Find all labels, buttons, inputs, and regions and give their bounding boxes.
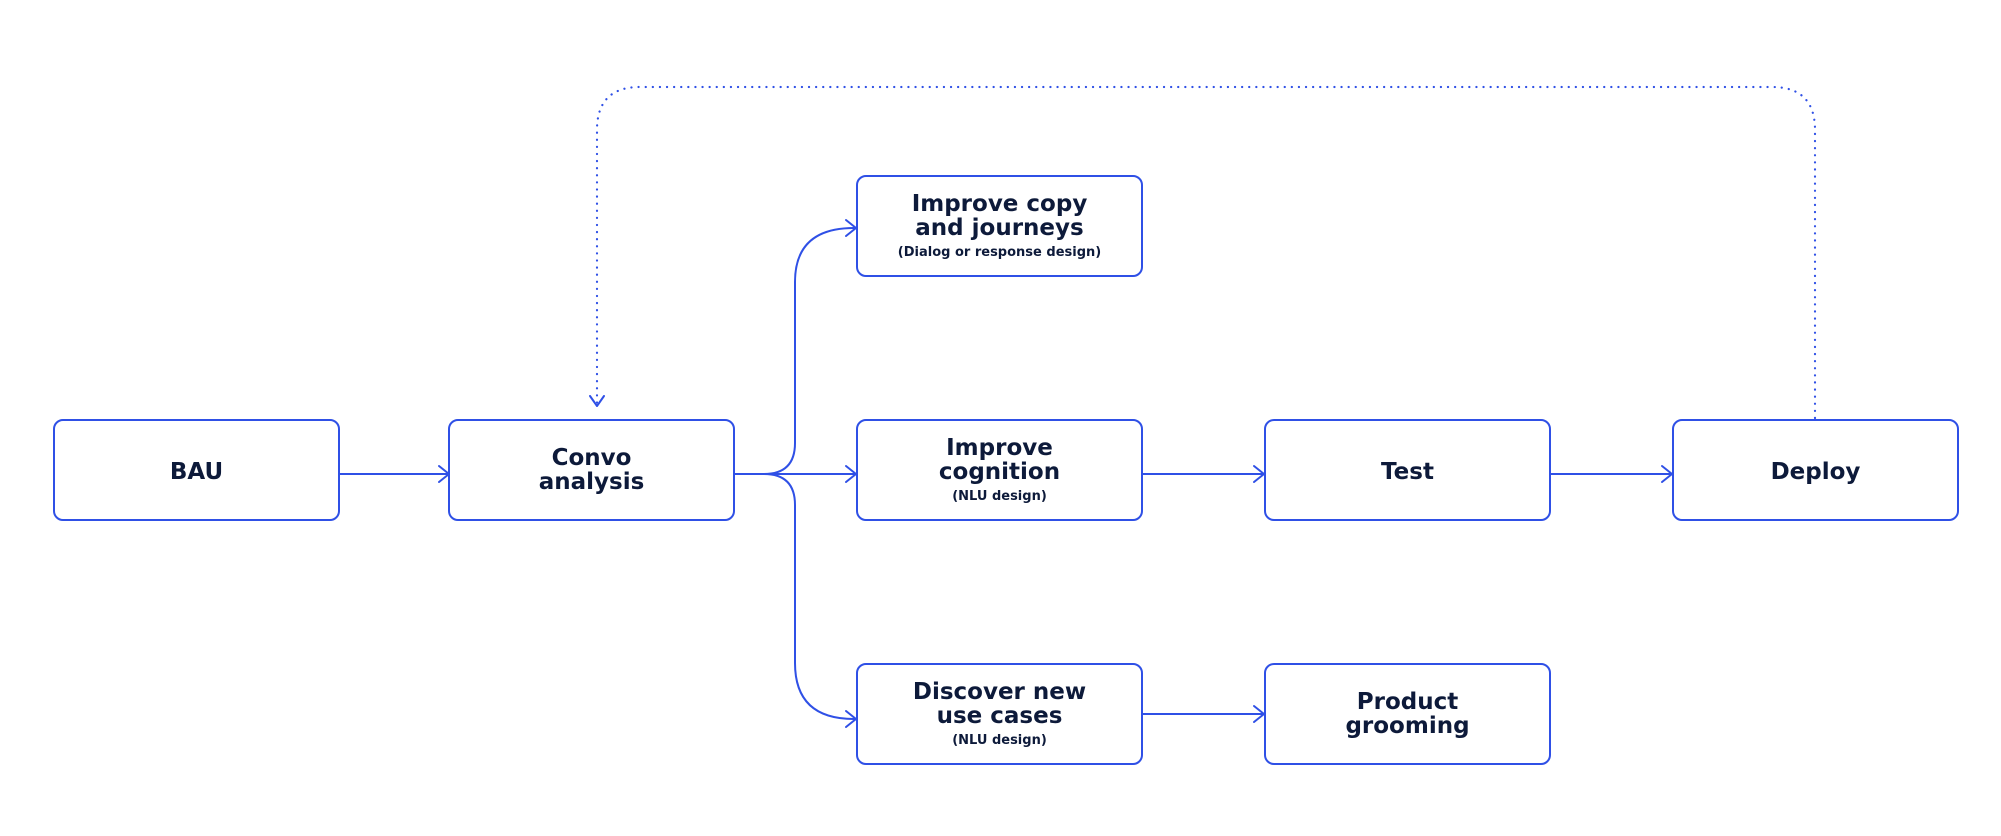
node-convo-title-line-1: Convo [552, 445, 632, 471]
node-discover-use-cases: Discover new use cases (NLU design) [856, 663, 1143, 765]
edge-convo-to-discover [763, 473, 855, 720]
node-deploy: Deploy [1672, 419, 1959, 521]
node-improve-cognition: Improve cognition (NLU design) [856, 419, 1143, 521]
node-test: Test [1264, 419, 1551, 521]
node-product-grooming: Product grooming [1264, 663, 1551, 765]
node-cognition-title-line-2: cognition [939, 459, 1060, 485]
arrowhead-convo-loop [589, 395, 605, 407]
node-bau: BAU [53, 419, 340, 521]
node-cognition-subtitle: (NLU design) [952, 489, 1047, 504]
node-copy-title-line-1: Improve copy [912, 191, 1088, 217]
node-grooming-title-line-2: grooming [1345, 713, 1469, 739]
node-bau-title: BAU [170, 459, 223, 485]
node-cognition-title-line-1: Improve [946, 435, 1053, 461]
connectors [338, 85, 1817, 728]
node-discover-subtitle: (NLU design) [952, 733, 1047, 748]
node-improve-copy: Improve copy and journeys (Dialog or res… [856, 175, 1143, 277]
node-copy-title-line-2: and journeys [915, 215, 1083, 241]
edge-deploy-to-convo [595, 85, 1817, 420]
node-discover-title-line-2: use cases [937, 703, 1063, 729]
node-convo-title-line-2: analysis [539, 469, 645, 495]
node-convo-analysis: Convo analysis [448, 419, 735, 521]
node-deploy-title: Deploy [1771, 459, 1861, 485]
node-grooming-title-line-1: Product [1357, 689, 1458, 715]
edge-convo-to-copy [763, 227, 855, 475]
node-copy-subtitle: (Dialog or response design) [898, 245, 1101, 260]
node-test-title: Test [1381, 459, 1434, 485]
node-discover-title-line-1: Discover new [913, 679, 1086, 705]
